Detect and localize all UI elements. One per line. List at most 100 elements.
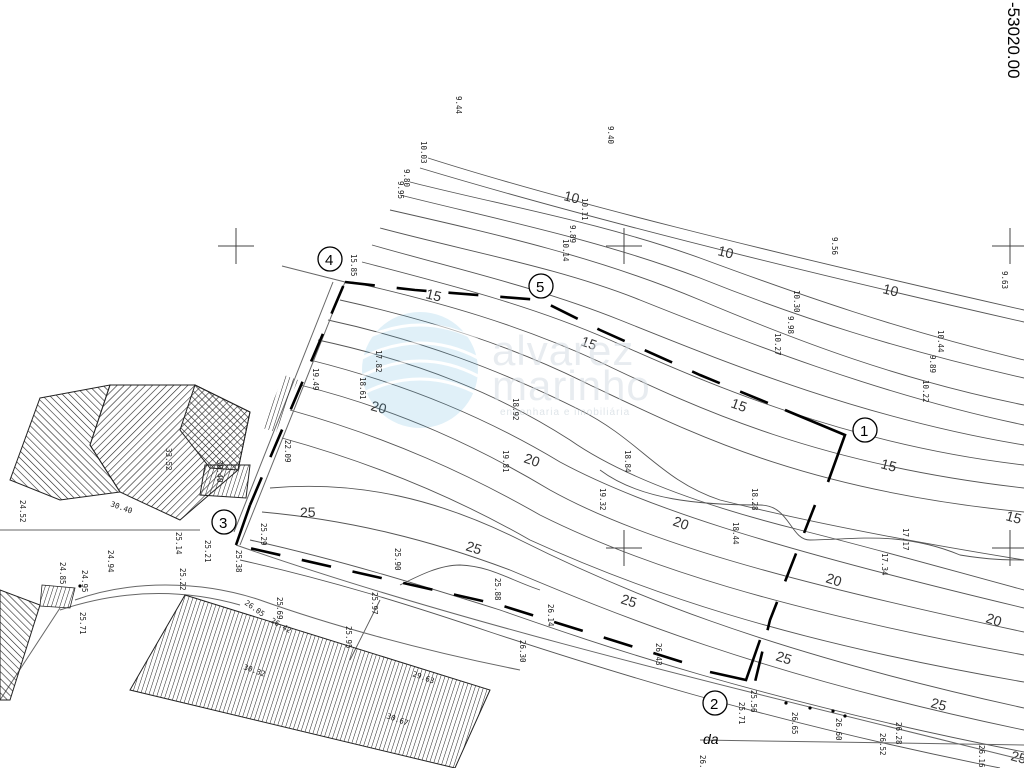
vertex-markers: 1 2 3 4 5 — [211, 246, 878, 716]
contour-label: 25 — [929, 694, 948, 714]
vertex-label: 5 — [536, 279, 544, 296]
contour-label: 15 — [1004, 507, 1023, 527]
street-lines — [0, 265, 1024, 761]
watermark-tagline: engenharia e imobiliária — [500, 407, 630, 418]
spot-height: 17.34 — [880, 553, 889, 576]
spot-height: 24.85 — [58, 562, 67, 585]
watermark-logo: alvarez marinho engenharia e imobiliária — [361, 312, 651, 428]
spot-height: 30.40 — [109, 499, 134, 515]
vertex-label: 2 — [710, 696, 718, 713]
street-name-label: da — [703, 731, 719, 747]
spot-height: 9.63 — [1000, 271, 1009, 289]
spot-height: 25.88 — [493, 578, 502, 601]
vertex-marker-1: 1 — [852, 417, 878, 443]
spot-height: 25.97 — [370, 592, 379, 615]
spot-height: 25.95 — [344, 626, 353, 649]
spot-height: 17.17 — [901, 528, 910, 551]
spot-height: 18.84 — [623, 450, 632, 473]
contour-labels: 10 10 10 15 15 15 15 15 20 20 20 20 20 2… — [300, 187, 1024, 767]
contour-label: 10 — [716, 242, 735, 261]
spot-height: 10.44 — [936, 330, 945, 353]
spot-height: 33.52 — [164, 448, 173, 471]
spot-height: 22.09 — [283, 440, 292, 463]
spot-height: 10.30 — [792, 290, 801, 313]
spot-height: 26.52 — [878, 733, 887, 756]
vertex-marker-3: 3 — [211, 509, 237, 535]
spot-height: 26.16 — [977, 745, 986, 768]
spot-height: 25.71 — [737, 702, 746, 725]
contour-label: 20 — [671, 513, 691, 533]
spot-height: 25.21 — [203, 540, 212, 563]
contour-label: 20 — [824, 570, 844, 590]
property-boundary — [234, 280, 847, 683]
spot-height: 26. — [698, 755, 707, 768]
contour-label: 15 — [579, 333, 599, 353]
contour-label: 25 — [1009, 747, 1024, 767]
contour-label: 20 — [369, 397, 388, 417]
contour-label: 20 — [984, 610, 1004, 630]
grid-coordinate-label: -53020.00 — [1004, 2, 1023, 79]
spot-height: 25.71 — [78, 612, 87, 635]
watermark-word-2: marinho — [492, 362, 651, 409]
spot-height: 25.38 — [234, 550, 243, 573]
spot-height: 18.61 — [358, 377, 367, 400]
building-roof — [0, 589, 41, 701]
spot-height: 15.85 — [349, 254, 358, 277]
spot-height: 25.90 — [393, 548, 402, 571]
neighbor-buildings — [0, 384, 491, 768]
building-roof — [129, 594, 491, 768]
contour-label: 15 — [424, 285, 443, 304]
spot-height: 30.40 — [215, 460, 224, 483]
contour-lines — [239, 157, 1024, 768]
spot-height: 19.32 — [598, 488, 607, 511]
contour-label: 25 — [464, 538, 484, 558]
spot-height: 25.14 — [174, 532, 183, 555]
spot-height: 24.94 — [106, 550, 115, 573]
spot-height: 10.03 — [419, 141, 428, 164]
spot-height: 19.81 — [501, 450, 510, 473]
vertex-label: 3 — [219, 515, 227, 532]
spot-height: 18.92 — [511, 398, 520, 421]
spot-height: 9.95 — [396, 181, 405, 199]
spot-height: 26.43 — [654, 643, 663, 666]
spot-height: 17.82 — [374, 350, 383, 373]
spot-height: 26.28 — [894, 722, 903, 745]
spot-height: 9.89 — [928, 355, 937, 373]
spot-height: 26.60 — [834, 718, 843, 741]
vertex-marker-4: 4 — [317, 246, 343, 272]
spot-height: 10.14 — [561, 239, 570, 262]
vertex-label: 4 — [325, 252, 333, 269]
vertex-marker-2: 2 — [702, 690, 728, 716]
spot-height: 18.44 — [731, 522, 740, 545]
contour-label: 25 — [619, 591, 639, 611]
contour-label: 10 — [562, 187, 581, 206]
spot-height: 10.22 — [921, 380, 930, 403]
spot-height: 9.44 — [454, 96, 463, 115]
contour-label: 20 — [522, 450, 542, 470]
spot-height: 9.98 — [786, 316, 795, 335]
spot-height: 9.89 — [568, 225, 577, 243]
spot-height: 19.49 — [311, 368, 320, 391]
spot-height: 25.56 — [749, 690, 758, 713]
contour-label: 10 — [881, 280, 900, 299]
spot-height: 18.28 — [750, 488, 759, 511]
contour-label: 25 — [300, 504, 316, 520]
building-roof — [199, 464, 251, 499]
spot-height: 25.22 — [178, 568, 187, 591]
spot-height: 26.65 — [790, 712, 799, 735]
spot-height: 24.52 — [18, 500, 27, 523]
spot-height: 25.69 — [275, 597, 284, 620]
spot-marks — [78, 584, 847, 718]
contour-label: 15 — [729, 395, 749, 415]
spot-height: 24.95 — [80, 570, 89, 593]
spot-height: 9.40 — [606, 126, 615, 145]
spot-height: 26.14 — [546, 604, 555, 627]
spot-height: 26.30 — [518, 640, 527, 663]
vertex-label: 1 — [860, 423, 868, 440]
spot-height: 9.56 — [830, 237, 839, 256]
spot-height: 25.29 — [259, 523, 268, 546]
embankment-hatch — [262, 375, 298, 432]
spot-height: 10.27 — [773, 333, 782, 356]
contour-label: 25 — [774, 648, 794, 668]
